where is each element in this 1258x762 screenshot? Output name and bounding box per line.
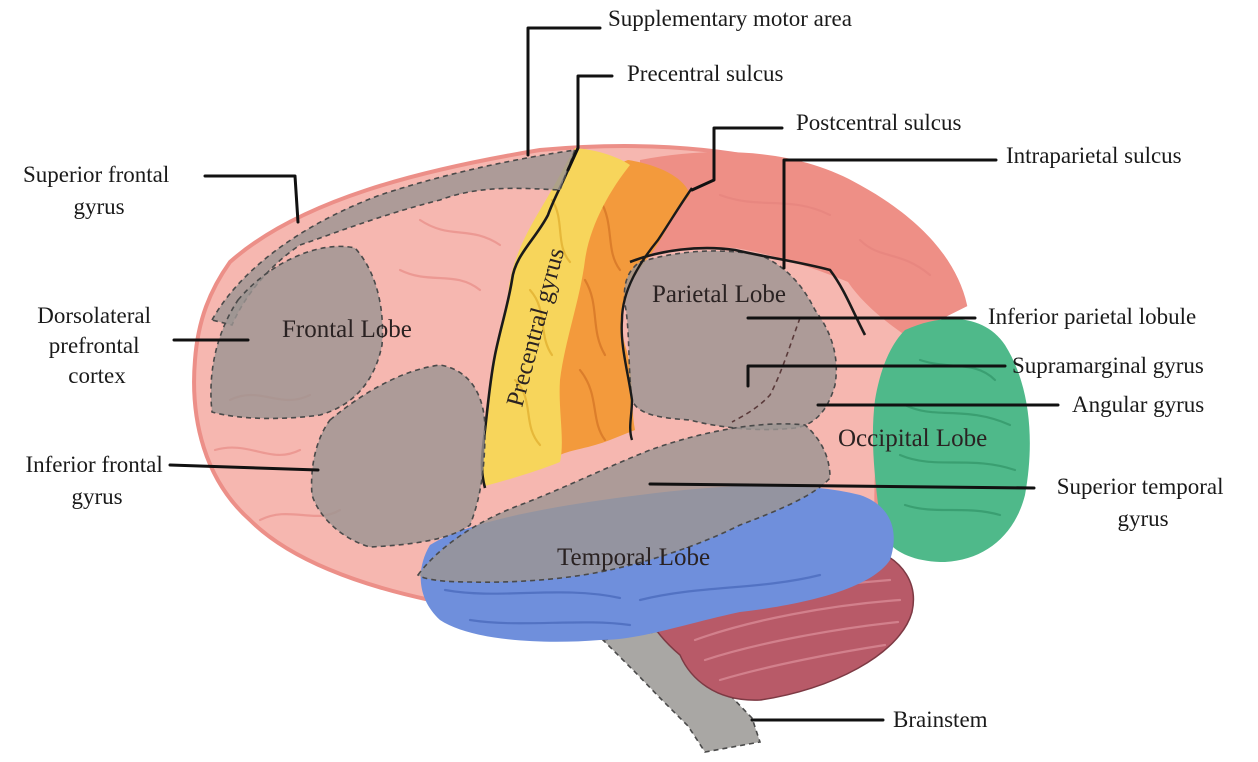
superior-temporal-gyrus-line1: Superior temporal [1057, 474, 1224, 499]
inferior-parietal-lobule-label: Inferior parietal lobule [988, 304, 1196, 329]
frontal-lobe-label: Frontal Lobe [282, 316, 412, 343]
superior-frontal-gyrus-label: Superior frontal gyrus [23, 162, 175, 219]
superior-temporal-gyrus-label: Superior temporal gyrus [1057, 474, 1229, 531]
precentral-sulcus-label: Precentral sulcus [627, 61, 784, 86]
inferior-frontal-gyrus-line2: gyrus [71, 484, 122, 509]
intraparietal-sulcus-label: Intraparietal sulcus [1006, 143, 1182, 168]
supplementary-motor-area-label: Supplementary motor area [608, 6, 852, 31]
leader-superior-frontal-gyrus [205, 176, 298, 222]
dlpfc-line3: cortex [68, 363, 126, 388]
temporal-lobe-label: Temporal Lobe [557, 544, 710, 571]
inferior-frontal-gyrus-line1: Inferior frontal [25, 452, 162, 477]
occipital-lobe-label: Occipital Lobe [838, 425, 987, 452]
leader-supplementary-motor-area [528, 28, 600, 155]
brainstem-label: Brainstem [893, 707, 988, 732]
superior-frontal-gyrus-line2: gyrus [73, 194, 124, 219]
superior-frontal-gyrus-line1: Superior frontal [23, 162, 169, 187]
dlpfc-label: Dorsolateral prefrontal cortex [37, 303, 156, 388]
inferior-frontal-gyrus-label: Inferior frontal gyrus [25, 452, 168, 509]
angular-gyrus-label: Angular gyrus [1072, 392, 1204, 417]
superior-temporal-gyrus-line2: gyrus [1117, 506, 1168, 531]
dlpfc-line1: Dorsolateral [37, 303, 151, 328]
postcentral-sulcus-label: Postcentral sulcus [796, 110, 961, 135]
dlpfc-line2: prefrontal [49, 333, 140, 358]
parietal-lobe-label: Parietal Lobe [652, 281, 786, 308]
supramarginal-gyrus-label: Supramarginal gyrus [1012, 353, 1204, 378]
